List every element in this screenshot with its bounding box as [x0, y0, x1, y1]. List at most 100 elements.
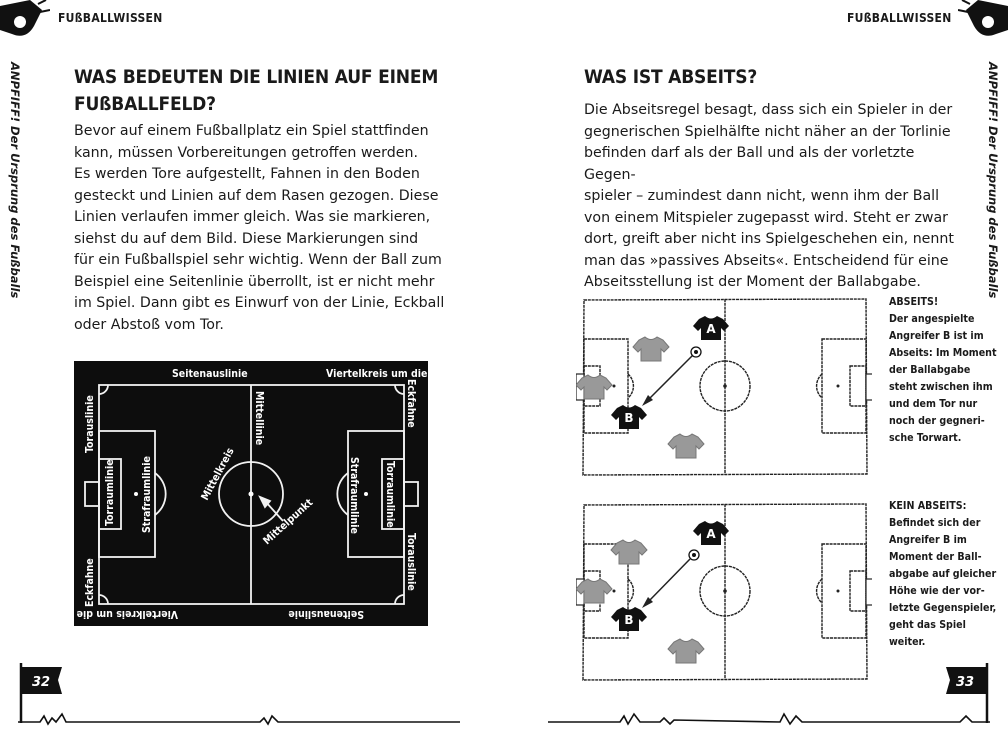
left-title-line2: FUßBALLFELD?	[74, 93, 216, 115]
running-header-left: FUßBALLWISSEN	[58, 11, 163, 25]
label-seitenauslinie-bottom: Seitenauslinie	[288, 608, 364, 620]
player-b-label: B	[624, 613, 633, 627]
no-offside-caption-title: KEIN ABSEITS:	[889, 500, 967, 512]
penalty-spot-left	[134, 492, 138, 496]
field-lines-diagram: Seitenauslinie Viertelkreis um die Eckfa…	[74, 361, 428, 626]
label-viertelkreis-bottom: Viertelkreis um die	[77, 608, 178, 620]
label-torauslinie-left: Torauslinie	[84, 395, 96, 453]
player-a-label: A	[706, 527, 716, 541]
goal-right	[865, 578, 872, 606]
caption-line: Befindet sich der	[889, 517, 981, 529]
left-body-line: Linien verlaufen immer gleich. Was sie m…	[74, 209, 431, 225]
left-body-text: Bevor auf einem Fußballplatz ein Spiel s…	[74, 121, 474, 336]
caption-line: Höhe wie der vor-	[889, 585, 985, 597]
caption-line: noch der gegneri-	[889, 415, 985, 427]
center-circle	[699, 360, 751, 412]
penalty-arc-right	[336, 472, 349, 516]
corner-arc-tr	[394, 384, 405, 395]
penalty-spot-right	[364, 492, 368, 496]
right-body-line: gegnerischen Spielhälfte nicht näher an …	[584, 123, 951, 140]
penalty-area-right	[821, 338, 867, 434]
label-eckfahne-right: Eckfahne	[405, 379, 417, 428]
defender-shirt	[667, 638, 705, 664]
left-body-line: oder Abstoß vom Tor.	[74, 316, 224, 333]
corner-arc-br	[394, 594, 405, 605]
left-body-line: für ein Fußballspiel sehr wichtig. Wenn …	[74, 252, 442, 268]
caption-line: der Ballabgabe	[889, 364, 971, 376]
left-body-line: Beispiel eine Seitenlinie überrollt, ist…	[74, 273, 435, 290]
bottom-grass-line	[18, 712, 990, 726]
whistle-icon	[0, 0, 50, 36]
right-body-text: Die Abseitsregel besagt, dass sich ein S…	[584, 100, 964, 294]
label-torauslinie-right: Torauslinie	[405, 533, 417, 591]
pass-line	[647, 558, 691, 603]
left-body-line: siehst du auf dem Bild. Diese Markierung…	[74, 230, 419, 247]
whistle-icon	[958, 0, 1008, 36]
label-strafraumlinie-right: Strafraumlinie	[348, 457, 360, 534]
center-spot	[248, 491, 254, 497]
label-strafraumlinie-left: Strafraumlinie	[141, 456, 153, 533]
page-number-right: 33	[956, 675, 974, 690]
caption-line: geht das Spiel	[889, 619, 966, 631]
left-title: WAS BEDEUTEN DIE LINIEN AUF EINEM FUßBAL…	[74, 64, 438, 118]
right-body-line: spieler – zumindest dann nicht, wenn ihm…	[584, 188, 940, 204]
caption-line: Angreifer B ist im	[889, 330, 984, 342]
right-body-line: Abseitsstellung ist der Moment der Balla…	[584, 274, 921, 290]
right-body-line: von einem Mitspieler zugepasst wird. Ste…	[584, 209, 949, 226]
caption-line: steht zwischen ihm	[889, 381, 993, 393]
no-offside-diagram: A B	[576, 503, 872, 681]
label-mittellinie: Mittellinie	[253, 391, 265, 445]
offside-caption-title: ABSEITS!	[889, 296, 939, 308]
offside-caption: ABSEITS! Der angespielte Angreifer B ist…	[889, 294, 997, 447]
caption-line: weiter.	[889, 636, 926, 648]
left-title-line1: WAS BEDEUTEN DIE LINIEN AUF EINEM	[74, 66, 439, 88]
no-offside-caption: KEIN ABSEITS: Befindet sich der Angreife…	[889, 498, 996, 651]
left-body-line: Bevor auf einem Fußballplatz ein Spiel s…	[74, 123, 429, 139]
pass-line	[647, 353, 695, 401]
right-body-line: befinden darf als der Ball und als der v…	[584, 145, 915, 183]
pass-arrowhead	[642, 395, 653, 406]
defender-shirt	[667, 433, 705, 459]
label-seitenauslinie-top: Seitenauslinie	[172, 368, 248, 380]
pass-arrowhead	[642, 597, 653, 608]
label-eckfahne-left: Eckfahne	[84, 558, 96, 607]
page-number-left: 32	[32, 675, 50, 690]
left-body-line: kann, müssen Vorbereitungen getroffen we…	[74, 144, 418, 161]
right-body-line: dort, greift aber nicht ins Spielgescheh…	[584, 231, 954, 247]
goal-right	[403, 481, 419, 507]
defender-shirt	[610, 539, 648, 565]
left-body-line: Es werden Tore aufgestellt, Fahnen in de…	[74, 166, 420, 182]
penalty-area-right	[821, 543, 867, 639]
right-title: WAS IST ABSEITS?	[584, 66, 758, 88]
goal-area-right	[849, 570, 867, 612]
label-torraumlinie-right: Torraumlinie	[384, 461, 396, 528]
caption-line: Der angespielte	[889, 313, 975, 325]
side-label-right: ANPFIFF! Der Ursprung des Fußballs	[986, 62, 1000, 299]
right-body-line: Die Abseitsregel besagt, dass sich ein S…	[584, 102, 953, 118]
caption-line: sche Torwart.	[889, 432, 962, 444]
caption-line: abgabe auf gleicher	[889, 568, 997, 580]
offside-diagram: A B	[576, 298, 872, 476]
label-torraumlinie-left: Torraumlinie	[104, 459, 116, 526]
player-a-label: A	[706, 322, 716, 336]
caption-line: letzte Gegenspieler,	[889, 602, 997, 614]
caption-line: Moment der Ball-	[889, 551, 982, 563]
caption-line: Abseits: Im Moment	[889, 347, 997, 359]
pointer-arrowhead	[258, 495, 272, 509]
corner-arc-tl	[98, 384, 109, 395]
caption-line: und dem Tor nur	[889, 398, 978, 410]
caption-line: Angreifer B im	[889, 534, 967, 546]
center-circle	[699, 565, 751, 617]
penalty-arc-left	[154, 472, 167, 516]
page-number-flag-left: 32	[19, 663, 62, 723]
center-circle	[218, 461, 284, 527]
left-body-line: gesteckt und Linien auf dem Rasen gezoge…	[74, 187, 439, 204]
player-b-label: B	[624, 411, 633, 425]
goal-left	[84, 481, 100, 507]
side-label-left: ANPFIFF! Der Ursprung des Fußballs	[8, 62, 22, 299]
defender-shirt	[632, 336, 670, 362]
page-number-flag-right: 33	[946, 663, 989, 723]
right-body-line: man das »passives Abseits«. Entscheidend…	[584, 252, 949, 269]
left-body-line: im Spiel. Dann gibt es Einwurf von der L…	[74, 295, 445, 311]
label-viertelkreis-top: Viertelkreis um die	[326, 368, 427, 380]
